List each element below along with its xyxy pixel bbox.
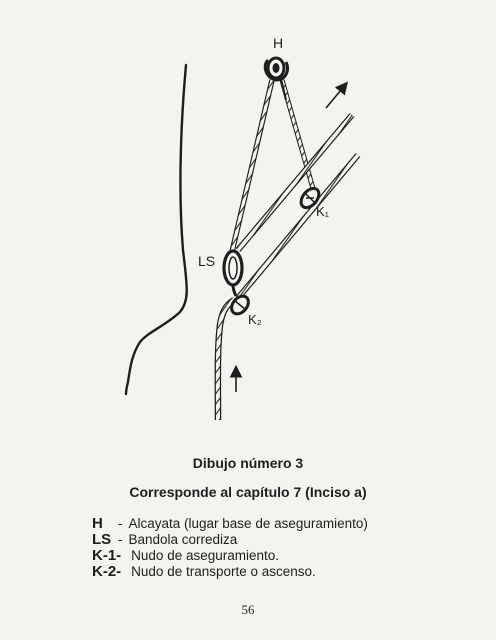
page-number: 56 bbox=[241, 602, 255, 617]
label-k2: K₂ bbox=[248, 312, 262, 327]
label-h: H bbox=[273, 35, 283, 51]
legend-code: H bbox=[92, 515, 103, 532]
arrow-up-right-icon bbox=[325, 81, 349, 109]
legend: H - Alcayata (lugar base de aseguramient… bbox=[92, 516, 472, 580]
legend-item-k1: K-1- Nudo de aseguramiento. bbox=[92, 548, 472, 564]
label-ls: LS bbox=[198, 253, 215, 269]
legend-separator: - bbox=[118, 532, 123, 547]
label-k1: K₁ bbox=[316, 204, 330, 219]
legend-code: LS bbox=[92, 531, 112, 548]
figure-title: Dibujo número 3 bbox=[192, 455, 304, 471]
figure-chapter-reference: Corresponde al capítulo 7 (Inciso a) bbox=[129, 484, 367, 500]
legend-description: Alcayata (lugar base de aseguramiento) bbox=[128, 516, 368, 531]
rope-diagram: H LS K₁ K₂ bbox=[124, 35, 361, 421]
legend-description: Nudo de transporte o ascenso. bbox=[131, 564, 316, 579]
legend-item-h: H - Alcayata (lugar base de aseguramient… bbox=[92, 516, 472, 532]
legend-separator: - bbox=[118, 516, 123, 531]
rock-wall-outline bbox=[124, 63, 188, 396]
knot-k1 bbox=[299, 186, 321, 210]
legend-description: Bandola corrediza bbox=[128, 532, 238, 547]
anchor-h bbox=[263, 56, 290, 101]
legend-code: K-2- bbox=[92, 563, 122, 580]
legend-item-ls: LS - Bandola corrediza bbox=[92, 532, 472, 548]
carabiner-ls bbox=[222, 249, 244, 287]
legend-description: Nudo de aseguramiento. bbox=[131, 548, 280, 563]
legend-item-k2: K-2- Nudo de transporte o ascenso. bbox=[92, 564, 472, 580]
knot-k2 bbox=[230, 294, 250, 316]
legend-code: K-1- bbox=[92, 547, 122, 564]
